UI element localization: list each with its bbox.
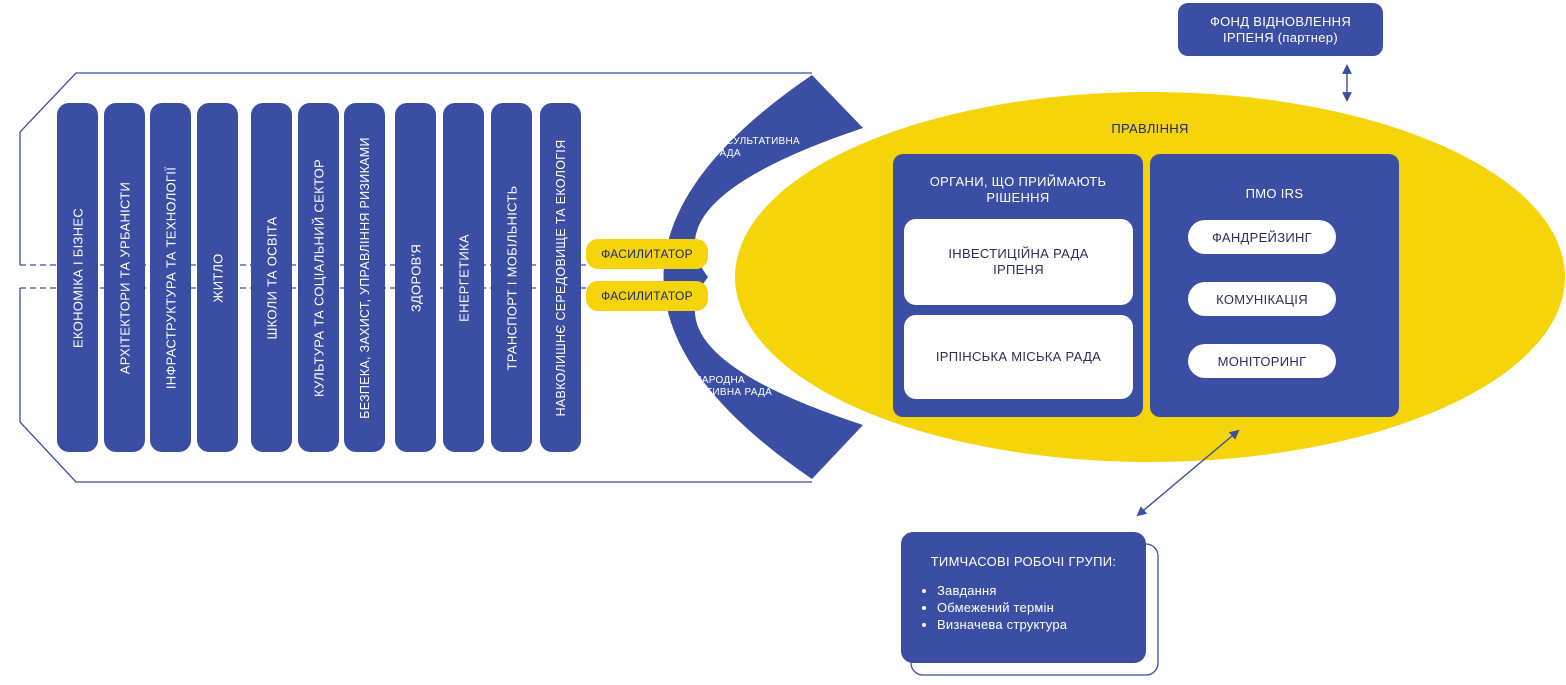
communication-pill: КОМУНІКАЦІЯ [1188,282,1336,316]
topic-label: ІНФРАСТРУКТУРА ТА ТЕХНОЛОГІЇ [163,166,178,389]
topic-label: ТРАНСПОРТ І МОБІЛЬНІСТЬ [504,185,519,370]
topic-column: ЕКОНОМІКА І БІЗНЕС [57,103,98,452]
fundraising-pill: ФАНДРЕЙЗИНГ [1188,220,1336,254]
topic-label: ШКОЛИ ТА ОСВІТА [264,215,279,340]
partner-box: ФОНД ВІДНОВЛЕННЯ ІРПЕНЯ (партнер) [1178,3,1383,56]
working-groups-title: ТИМЧАСОВІ РОБОЧІ ГРУПИ: [930,554,1117,569]
topic-column: КУЛЬТУРА ТА СОЦІАЛЬНИЙ СЕКТОР [298,103,339,452]
international-council-label: МІЖНАРОДНА КОНСУЛЬТАТИВНА РАДА [645,375,773,398]
topic-column: НАВКОЛИШНЄ СЕРЕДОВИЩЕ ТА ЕКОЛОГІЯ [540,103,581,452]
topic-label: ЗДОРОВ'Я [408,243,423,312]
topic-column: АРХІТЕКТОРИ ТА УРБАНІСТИ [104,103,145,452]
topic-column: ТРАНСПОРТ І МОБІЛЬНІСТЬ [491,103,532,452]
topic-label: ЕНЕРГЕТИКА [456,233,471,322]
topic-label: АРХІТЕКТОРИ ТА УРБАНІСТИ [117,181,132,374]
topic-column: ЗДОРОВ'Я [395,103,436,452]
list-item: Обмежений термін [937,599,1067,616]
working-groups-list: Завдання Обмежений термін Визначева стру… [923,582,1067,633]
topic-column: ЕНЕРГЕТИКА [443,103,484,452]
investment-council-label: ІНВЕСТИЦІЙНА РАДА ІРПЕНЯ [948,246,1089,277]
board-title: ПРАВЛІННЯ [1111,121,1189,136]
list-item: Визначева структура [937,616,1067,633]
topic-label: НАВКОЛИШНЄ СЕРЕДОВИЩЕ ТА ЕКОЛОГІЯ [553,139,568,416]
investment-council-card: ІНВЕСТИЦІЙНА РАДА ІРПЕНЯ [904,219,1133,305]
facilitator-badge: ФАСИЛИТАТОР [586,281,708,311]
working-groups-box: ТИМЧАСОВІ РОБОЧІ ГРУПИ: Завдання Обмежен… [901,532,1146,663]
topic-label: БЕЗПЕКА, ЗАХИСТ, УПРАВЛІННЯ РИЗИКАМИ [357,136,372,419]
monitoring-pill: МОНІТОРИНГ [1188,344,1336,378]
topic-column: ЖИТЛО [197,103,238,452]
topic-column: ШКОЛИ ТА ОСВІТА [251,103,292,452]
partner-line-1: ФОНД ВІДНОВЛЕННЯ [1209,13,1352,29]
topic-label: КУЛЬТУРА ТА СОЦІАЛЬНИЙ СЕКТОР [311,158,326,397]
facilitator-badge: ФАСИЛИТАТОР [586,239,708,269]
decision-bodies-title: ОРГАНИ, ЩО ПРИЙМАЮТЬ РІШЕННЯ [929,174,1107,205]
partner-line-2: ІРПЕНЯ (партнер) [1223,29,1338,45]
working-groups-arrow [1136,429,1240,517]
topic-column: БЕЗПЕКА, ЗАХИСТ, УПРАВЛІННЯ РИЗИКАМИ [344,103,385,452]
pmo-title: ПМО IRS [1245,186,1304,201]
city-council-label: ІРПІНСЬКА МІСЬКА РАДА [935,349,1102,364]
topic-group-outline [19,72,812,483]
local-council-label: МІСЦЕВА КОНСУЛЬТАТИВНА РАДА [653,136,801,159]
topic-label: ЖИТЛО [210,252,225,303]
city-council-card: ІРПІНСЬКА МІСЬКА РАДА [904,315,1133,399]
topic-label: ЕКОНОМІКА І БІЗНЕС [70,207,85,348]
council-arc [663,75,863,479]
list-item: Завдання [937,582,1067,599]
topic-column: ІНФРАСТРУКТУРА ТА ТЕХНОЛОГІЇ [150,103,191,452]
